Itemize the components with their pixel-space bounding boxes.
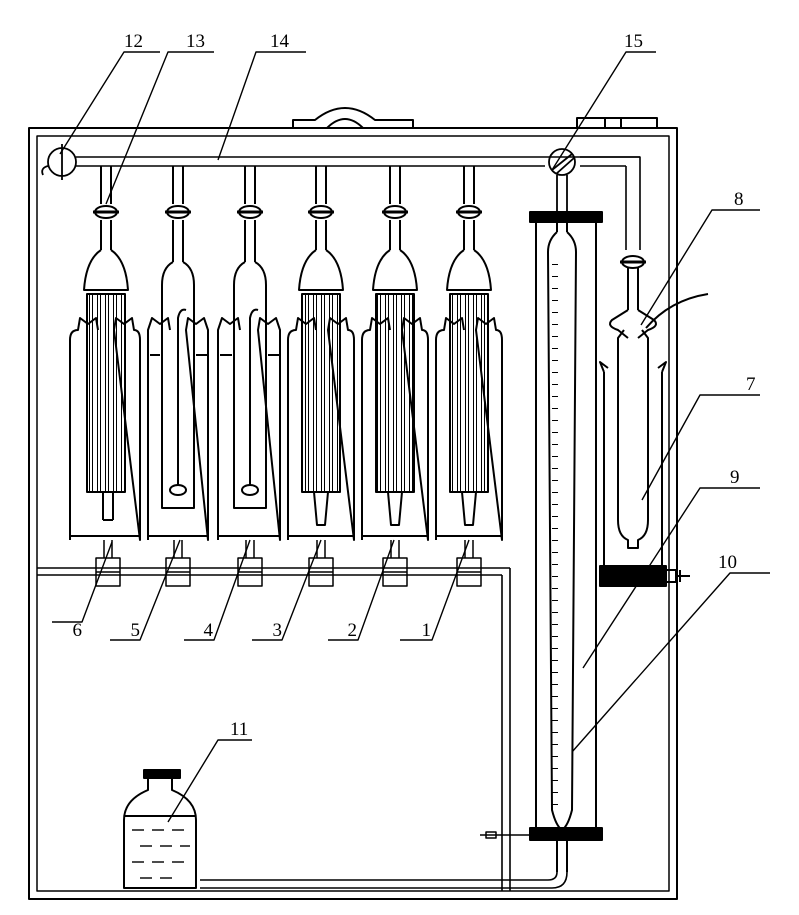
callout-8-label: 8 bbox=[734, 189, 744, 210]
combustion-pipette bbox=[599, 255, 709, 587]
jacket-clamp bbox=[480, 831, 530, 839]
callout-2-label: 2 bbox=[348, 620, 358, 641]
absorption-pipette-3 bbox=[287, 166, 355, 541]
water-jacket bbox=[480, 211, 603, 841]
absorption-pipette-6 bbox=[69, 166, 141, 541]
callout-labels: 6 5 4 3 2 1 7 8 9 10 11 12 13 14 15 bbox=[73, 31, 756, 740]
callout-4-label: 4 bbox=[204, 620, 214, 641]
manifold-tube bbox=[76, 156, 641, 250]
absorption-pipette-4 bbox=[217, 166, 281, 541]
callout-1-label: 6 bbox=[73, 620, 83, 641]
pipette-shelf bbox=[37, 567, 511, 891]
callout-15-label: 15 bbox=[624, 31, 643, 52]
callout-9-label: 9 bbox=[730, 467, 740, 488]
callout-5-label: 5 bbox=[131, 620, 141, 641]
callout-14-label: 14 bbox=[270, 31, 290, 52]
callout-11-label: 11 bbox=[230, 719, 248, 740]
callout-7-label: 7 bbox=[746, 374, 756, 395]
callout-leaders bbox=[52, 51, 770, 823]
callout-1-label-right: 1 bbox=[422, 620, 432, 641]
three-way-stopcock bbox=[41, 144, 77, 180]
cabinet-handle bbox=[292, 107, 414, 128]
absorption-pipette-5 bbox=[147, 166, 209, 541]
callout-13-label: 13 bbox=[186, 31, 205, 52]
absorption-pipette-1 bbox=[435, 166, 503, 541]
cabinet-latch bbox=[576, 117, 658, 129]
pipette-clamps bbox=[95, 540, 482, 587]
gas-burette bbox=[200, 212, 577, 889]
callout-10-label: 10 bbox=[718, 552, 737, 573]
leveling-bottle bbox=[123, 769, 197, 889]
distributor-stopcock bbox=[548, 148, 576, 212]
callout-3-label: 3 bbox=[273, 620, 283, 641]
callout-12-label: 12 bbox=[124, 31, 143, 52]
absorption-pipette-2 bbox=[361, 166, 429, 541]
cabinet-frame bbox=[28, 107, 678, 900]
